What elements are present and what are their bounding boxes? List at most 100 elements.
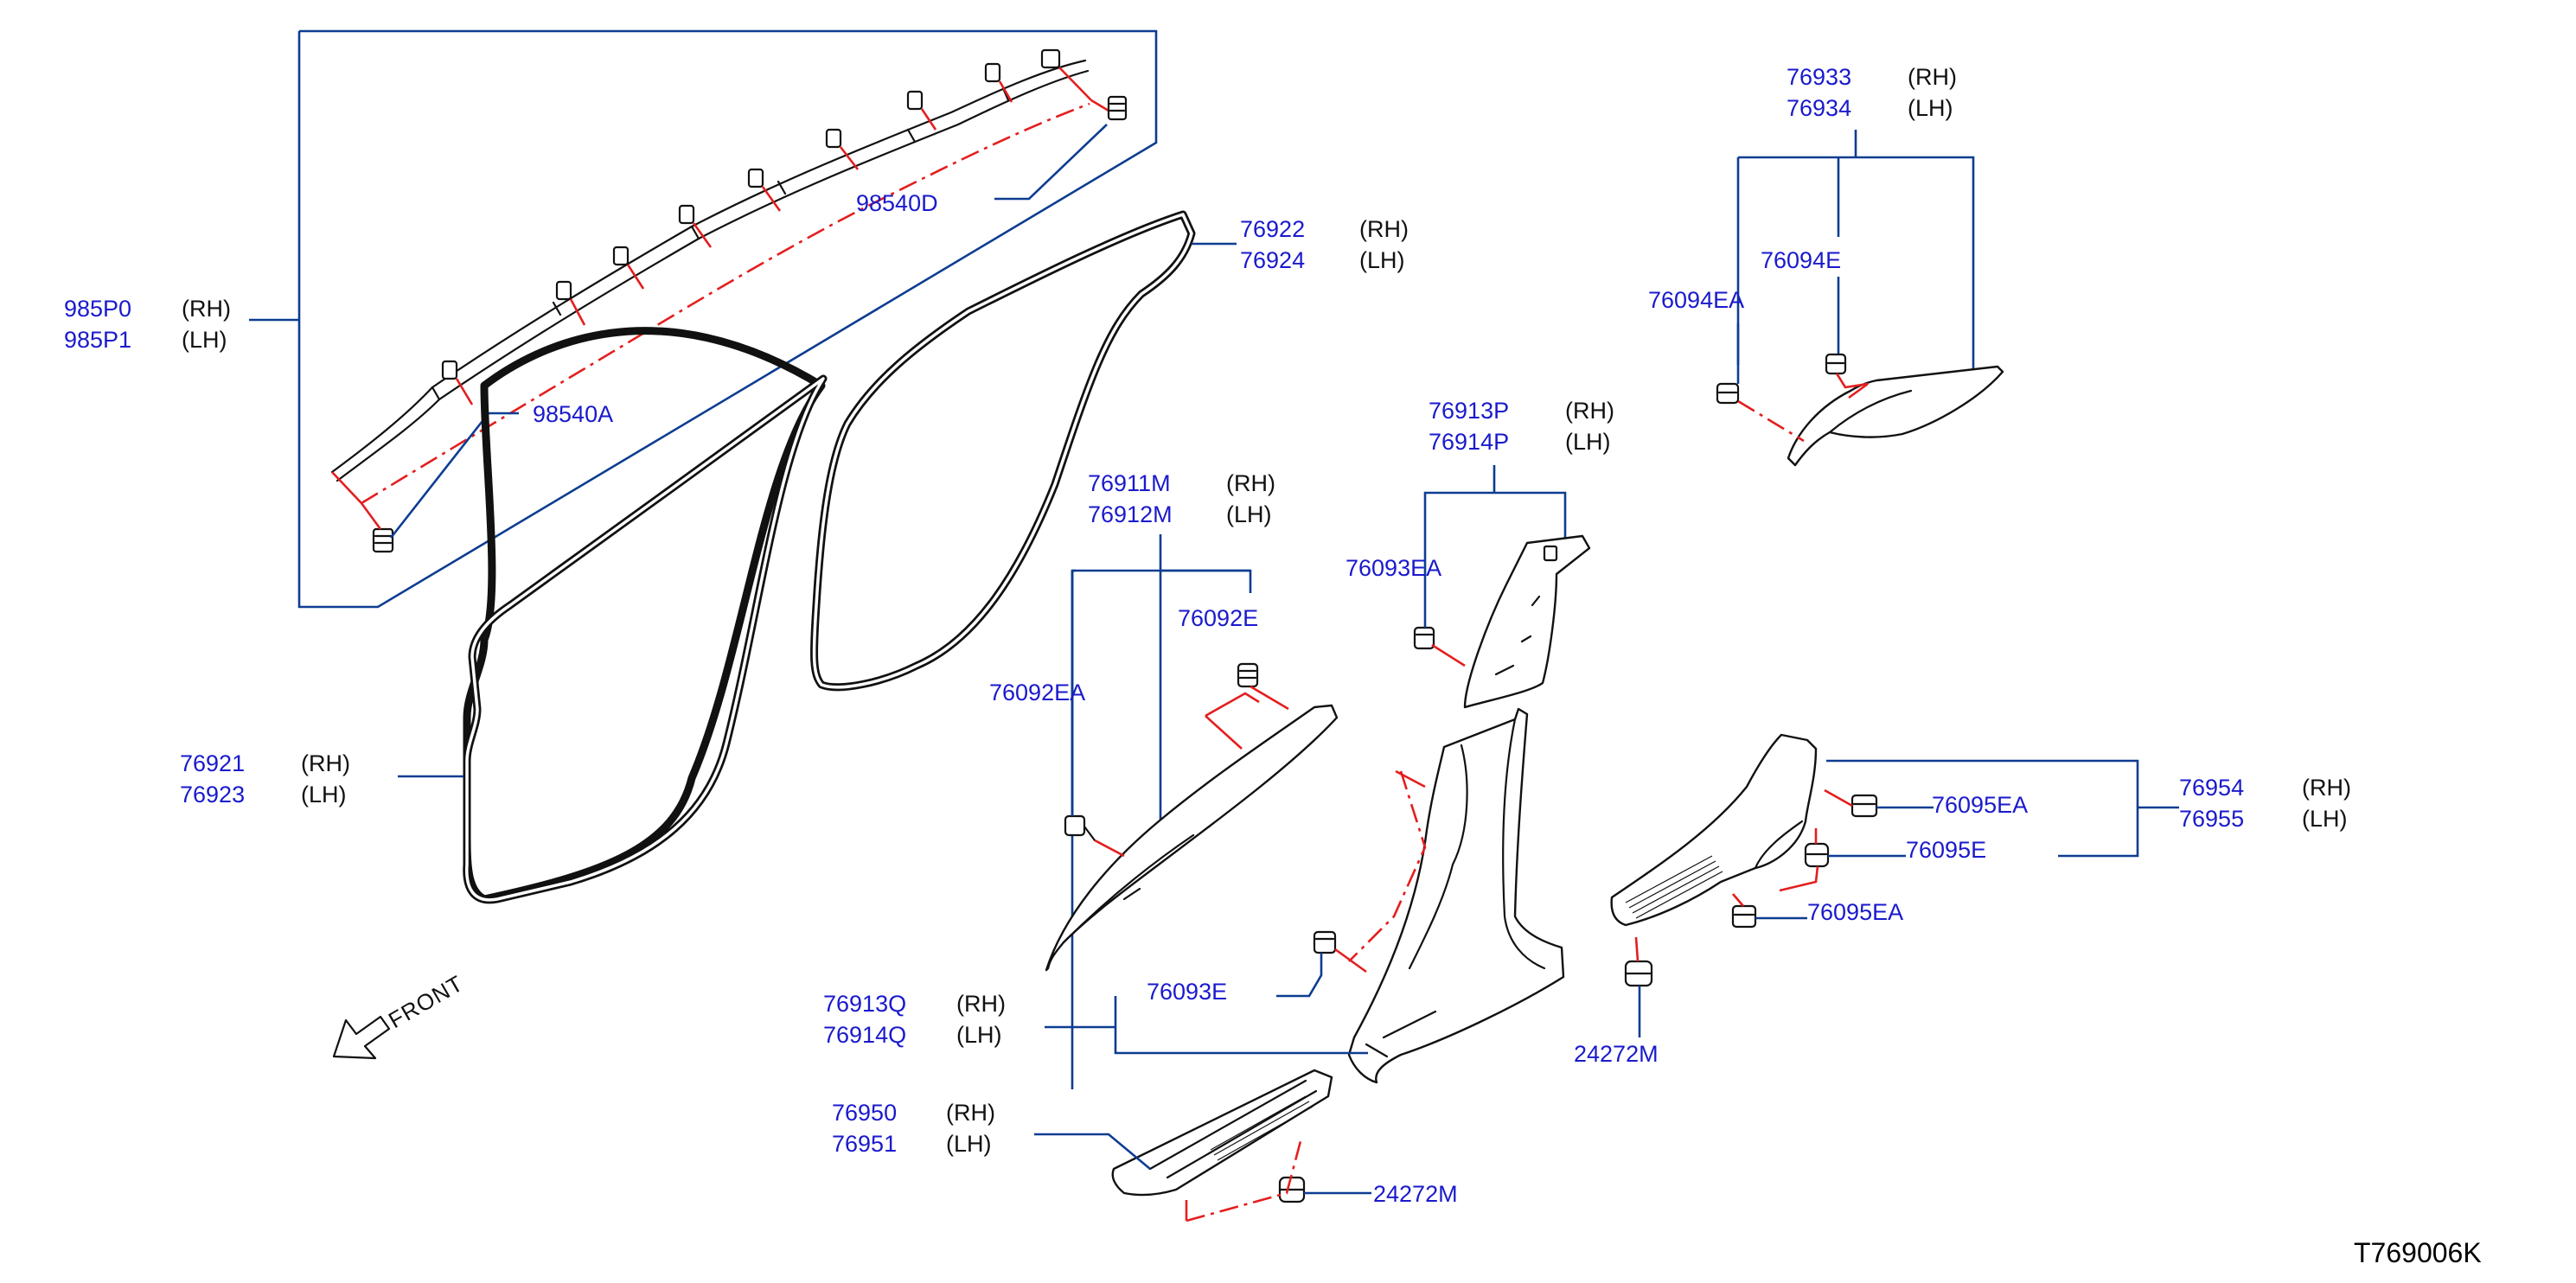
svg-text:(LH): (LH) xyxy=(182,327,227,353)
curtain-airbag-lower-edge xyxy=(336,69,1090,482)
front-pillar-garnish-group xyxy=(1045,534,1339,1089)
callout-76093ea: 76093EA xyxy=(1346,555,1441,581)
clip-76095e xyxy=(1804,842,1830,868)
front-pillar-garnish xyxy=(1045,704,1339,972)
svg-text:76914Q: 76914Q xyxy=(823,1022,906,1048)
svg-text:76914P: 76914P xyxy=(1429,429,1509,455)
svg-text:76922: 76922 xyxy=(1240,216,1305,242)
front-door-seal-outline xyxy=(463,374,828,904)
svg-text:76951: 76951 xyxy=(832,1131,897,1157)
front-direction-indicator: FRONT xyxy=(332,970,468,1060)
svg-text:(LH): (LH) xyxy=(1226,501,1272,527)
callout-76094ea: 76094EA xyxy=(1648,287,1744,313)
clip-76093ea xyxy=(1413,626,1435,650)
svg-text:(RH): (RH) xyxy=(1565,398,1614,424)
callout-985p: 985P0 (RH) 985P1 (LH) xyxy=(64,296,231,353)
svg-text:(RH): (RH) xyxy=(1359,216,1409,242)
svg-text:76092EA: 76092EA xyxy=(989,680,1085,705)
center-pillar-upper-garnish xyxy=(1463,534,1591,709)
svg-text:76955: 76955 xyxy=(2179,806,2244,832)
front-label: FRONT xyxy=(384,970,468,1033)
svg-text:985P0: 985P0 xyxy=(64,296,131,322)
svg-text:76095E: 76095E xyxy=(1906,837,1986,863)
svg-text:76094EA: 76094EA xyxy=(1648,287,1744,313)
svg-text:76912M: 76912M xyxy=(1088,501,1173,527)
rear-kicking-plate-ridges xyxy=(1625,855,1723,919)
callout-98540a: 98540A xyxy=(533,401,613,427)
rear-door-seal xyxy=(810,210,1237,692)
clip-76093e xyxy=(1313,930,1337,954)
svg-text:985P1: 985P1 xyxy=(64,327,131,353)
curtain-airbag-group xyxy=(249,29,1158,609)
svg-text:76913P: 76913P xyxy=(1429,398,1509,424)
callout-76954: 76954 (RH) 76955 (LH) xyxy=(2179,775,2351,832)
svg-text:(RH): (RH) xyxy=(956,991,1006,1017)
airbag-group-frame xyxy=(297,29,1158,609)
svg-text:(LH): (LH) xyxy=(301,782,347,807)
airbag-fastening-lines xyxy=(331,67,1109,504)
svg-text:76923: 76923 xyxy=(180,782,245,807)
callout-76950: 76950 (RH) 76951 (LH) xyxy=(832,1100,995,1157)
svg-text:(RH): (RH) xyxy=(1908,64,1957,90)
callout-76095ea-upper: 76095EA xyxy=(1932,792,2028,818)
svg-text:76093EA: 76093EA xyxy=(1346,555,1441,581)
callout-76922: 76922 (RH) 76924 (LH) xyxy=(1240,216,1409,273)
svg-text:(RH): (RH) xyxy=(301,750,350,776)
front-kicking-plate xyxy=(1111,1069,1333,1197)
bolt-98540d xyxy=(1107,95,1128,121)
svg-text:76924: 76924 xyxy=(1240,247,1305,273)
svg-text:(LH): (LH) xyxy=(1359,247,1405,273)
svg-text:(LH): (LH) xyxy=(1908,95,1953,121)
svg-text:76954: 76954 xyxy=(2179,775,2244,801)
center-pillar-lower-garnish xyxy=(1347,707,1565,1084)
front-arrow-icon xyxy=(332,1015,391,1060)
callout-76095ea-lower: 76095EA xyxy=(1807,899,1903,925)
svg-text:(RH): (RH) xyxy=(1226,470,1275,496)
svg-text:76095EA: 76095EA xyxy=(1807,899,1903,925)
rear-pillar-group xyxy=(1716,130,2004,467)
callout-76933: 76933 (RH) 76934 (LH) xyxy=(1787,64,1957,121)
clip-76095ea-upper xyxy=(1851,794,1878,818)
svg-text:76921: 76921 xyxy=(180,750,245,776)
svg-text:76933: 76933 xyxy=(1787,64,1851,90)
callout-76913q: 76913Q (RH) 76914Q (LH) xyxy=(823,991,1006,1048)
svg-text:76092E: 76092E xyxy=(1178,605,1258,631)
clip-76095ea-lower xyxy=(1731,904,1757,929)
callout-24272m-front: 24272M xyxy=(1373,1181,1458,1207)
callout-76094e: 76094E xyxy=(1761,247,1841,273)
svg-text:24272M: 24272M xyxy=(1373,1181,1458,1207)
callout-76921: 76921 (RH) 76923 (LH) xyxy=(180,750,350,807)
svg-text:(LH): (LH) xyxy=(1565,429,1611,455)
svg-text:(LH): (LH) xyxy=(956,1022,1002,1048)
rear-kicking-plate xyxy=(1610,733,1818,927)
rear-kicking-plate-group xyxy=(1610,733,2179,1037)
svg-text:(LH): (LH) xyxy=(2302,806,2348,832)
callout-76092e: 76092E xyxy=(1178,605,1258,631)
callout-76092ea: 76092EA xyxy=(989,680,1085,705)
svg-text:76094E: 76094E xyxy=(1761,247,1841,273)
svg-text:76934: 76934 xyxy=(1787,95,1851,121)
callout-76093e: 76093E xyxy=(1147,979,1227,1005)
svg-text:(RH): (RH) xyxy=(946,1100,995,1126)
center-pillar-lower-group xyxy=(1045,707,1565,1084)
clip-24272m-front xyxy=(1278,1176,1306,1203)
center-pillar-upper-group xyxy=(1413,465,1591,709)
svg-text:76911M: 76911M xyxy=(1088,470,1171,496)
callout-76913p: 76913P (RH) 76914P (LH) xyxy=(1429,398,1614,455)
clip-76094ea xyxy=(1716,382,1740,405)
svg-text:76095EA: 76095EA xyxy=(1932,792,2028,818)
rear-pillar-garnish xyxy=(1787,365,2004,467)
callout-24272m-rear: 24272M xyxy=(1574,1041,1659,1067)
svg-text:76913Q: 76913Q xyxy=(823,991,906,1017)
callout-76911m: 76911M (RH) 76912M (LH) xyxy=(1088,470,1275,527)
svg-text:24272M: 24272M xyxy=(1574,1041,1659,1067)
svg-text:(LH): (LH) xyxy=(946,1131,992,1157)
svg-text:76093E: 76093E xyxy=(1147,979,1227,1005)
front-door-seal xyxy=(398,327,828,904)
front-kicking-plate-group xyxy=(1034,1069,1371,1222)
diagram-code: T769006K xyxy=(2354,1237,2482,1268)
svg-text:98540A: 98540A xyxy=(533,401,613,427)
clip-76092ea xyxy=(1064,814,1096,842)
callout-98540d: 98540D xyxy=(856,190,938,216)
